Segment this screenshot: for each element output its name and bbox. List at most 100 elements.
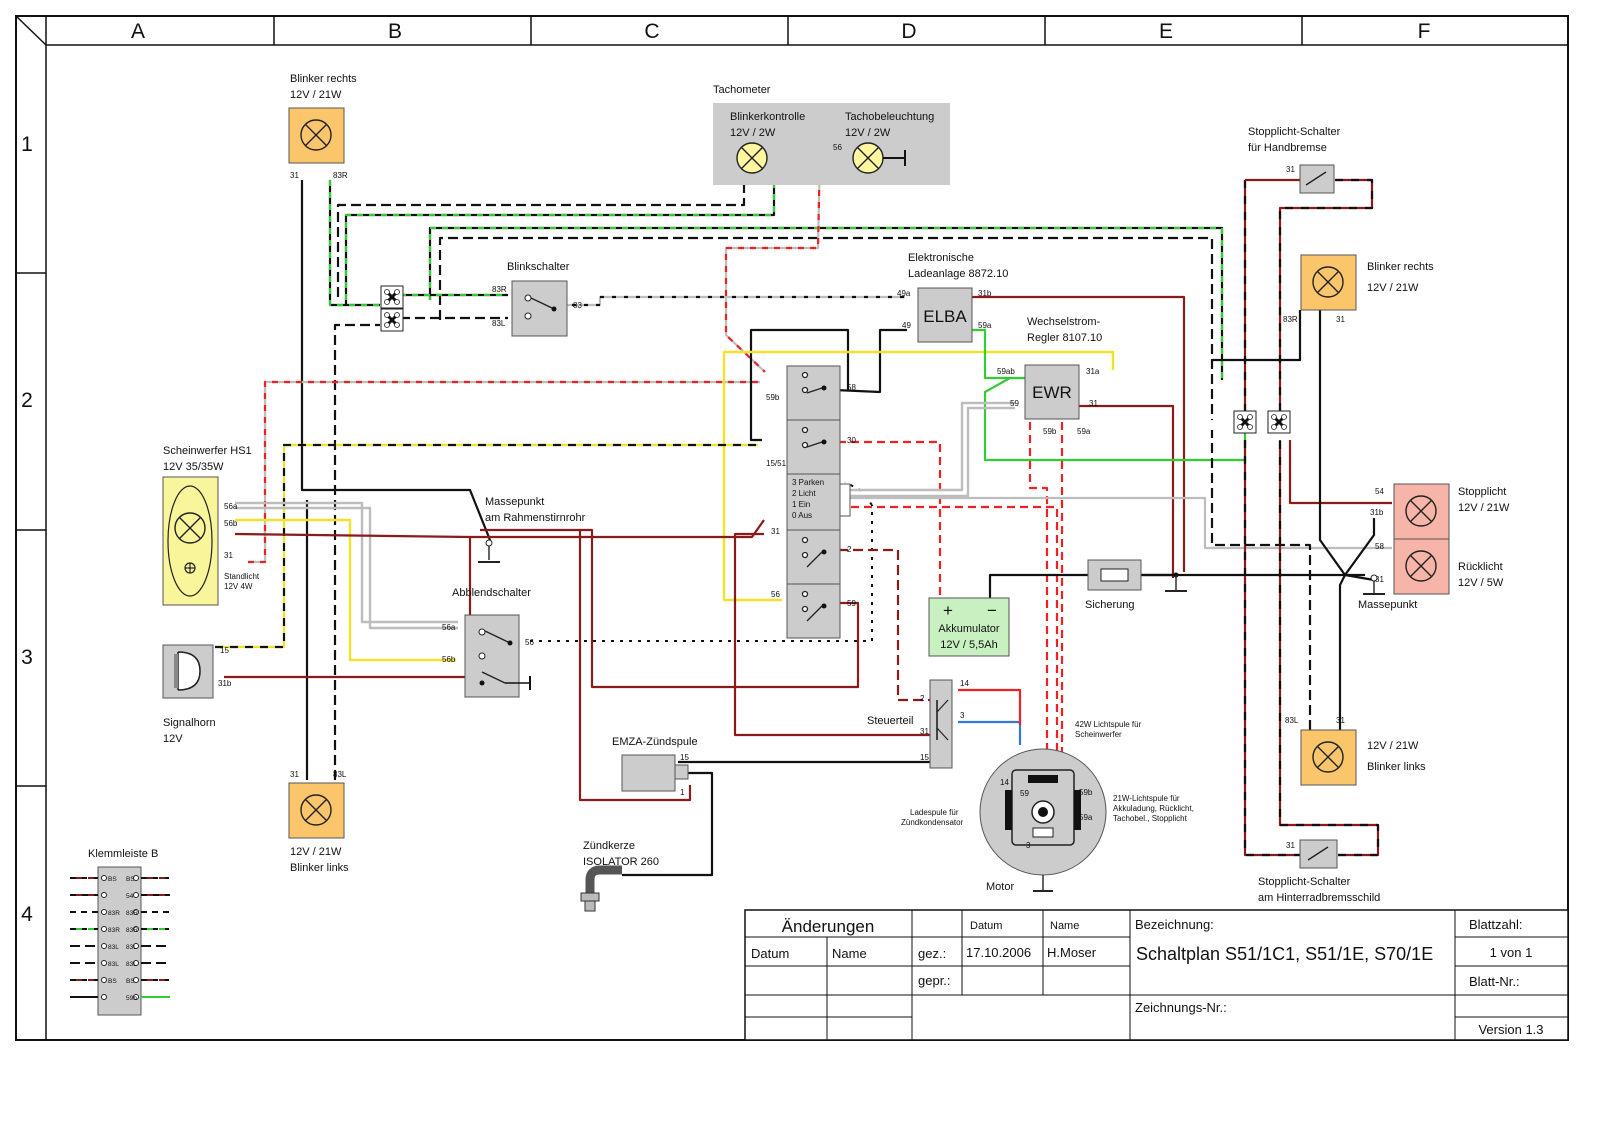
- pin-label: 15: [220, 646, 229, 655]
- klemmleiste-terminal: [101, 892, 107, 898]
- gez-name: H.Moser: [1047, 945, 1097, 960]
- connector-rear-left-icon: [1232, 409, 1258, 435]
- pin-label: 31: [771, 527, 780, 536]
- blinker-links-rear: 12V / 21W Blinker links 83L 31: [1285, 716, 1426, 786]
- pin-label: 56b: [442, 655, 456, 664]
- zuendspule-title: EMZA-Zündspule: [612, 736, 698, 748]
- zuendkerze-title: Zündkerze: [583, 840, 635, 852]
- pin-label: 59a: [978, 321, 992, 330]
- pin-label: 31b: [218, 679, 232, 688]
- klemmleiste-terminal: [101, 926, 107, 932]
- klemmleiste-label: 83R: [126, 927, 138, 934]
- sicherung: Sicherung: [1085, 559, 1187, 611]
- blinkerkontrolle-label: Blinkerkontrolle: [730, 111, 805, 123]
- name-column: Name: [832, 946, 867, 961]
- pin-label: 31: [1089, 399, 1098, 408]
- pin-label: 58: [1375, 542, 1384, 551]
- pin-label: 3: [960, 711, 965, 720]
- klemmleiste-label: BS: [126, 978, 135, 985]
- pin-label: 2: [920, 694, 925, 703]
- lichtspule21-line1: 21W-Lichtspule für: [1113, 794, 1180, 803]
- klemmleiste-terminal: [133, 960, 139, 966]
- massepunkt-rahmen-line1: Massepunkt: [485, 496, 544, 508]
- pin-label: 15/51: [766, 459, 787, 468]
- scheinwerfer: Scheinwerfer HS1 12V 35/35W 56a 56b 31 S…: [162, 445, 260, 606]
- title-block: Änderungen Datum Name Datum Name gez.: 1…: [744, 909, 1569, 1041]
- gez-datum: 17.10.2006: [966, 945, 1031, 960]
- ewr-title-line2: Regler 8107.10: [1027, 332, 1102, 344]
- pin-label: 83R: [333, 171, 348, 180]
- klemmleiste-label: BS: [108, 978, 117, 985]
- ruecklicht: Rücklicht 12V / 5W 58 31: [1375, 538, 1504, 595]
- stopplicht: Stopplicht 12V / 21W 54 31b: [1370, 483, 1510, 540]
- pin-label: 59a: [1077, 427, 1091, 436]
- standlicht-label: Standlicht: [224, 572, 260, 581]
- pin-label: 59: [847, 599, 856, 608]
- zeichnungs-nr-label: Zeichnungs-Nr.:: [1135, 1000, 1227, 1015]
- pin-label: 56b: [224, 519, 238, 528]
- klemmleiste-label: 54: [126, 893, 134, 900]
- blinker-rechts-front-rating: 12V / 21W: [290, 89, 342, 101]
- zuendschloss: 59b 58 15/51 30 31 2 56 59 3 Parken 2 Li…: [766, 365, 856, 639]
- klemmleiste-label: BS: [108, 876, 117, 883]
- blinker-links-rear-title: Blinker links: [1367, 761, 1426, 773]
- switch-icon: [1307, 846, 1329, 861]
- gepr-label: gepr.:: [918, 973, 951, 988]
- pin-label: 31: [1286, 165, 1295, 174]
- blattzahl-value: 1 von 1: [1490, 945, 1533, 960]
- akkumulator: + − Akkumulator 12V / 5,5Ah: [928, 597, 1010, 657]
- grid-row-1: 1: [21, 133, 33, 156]
- abblendschalter-title: Abblendschalter: [452, 587, 531, 599]
- grid-row-2: 2: [21, 389, 33, 412]
- pin-label: 3: [1026, 841, 1031, 850]
- klemmleiste-label: 83R: [108, 927, 120, 934]
- stopplicht-schalter-rad: 31 Stopplicht-Schalter am Hinterradbrems…: [1258, 839, 1380, 904]
- pin-label: 83: [573, 301, 582, 310]
- pin-label: 14: [1000, 778, 1009, 787]
- pin-label: 31: [224, 551, 233, 560]
- connector-front-upper-icon: [379, 284, 405, 310]
- klemmleiste-label: 83L: [126, 944, 137, 951]
- pin-label: 59b: [766, 393, 780, 402]
- pin-label: 83R: [1283, 315, 1298, 324]
- klemmleiste-label: 83L: [108, 944, 119, 951]
- elba: Elektronische Ladeanlage 8872.10 ELBA 49…: [897, 252, 1008, 343]
- sicherung-title: Sicherung: [1085, 599, 1135, 611]
- blinker-links-rear-rating: 12V / 21W: [1367, 740, 1419, 752]
- pin-label: 14: [960, 679, 969, 688]
- tachobeleuchtung-rating: 12V / 2W: [845, 127, 891, 139]
- pin-label: 56a: [224, 502, 238, 511]
- stopplicht-rad-line1: Stopplicht-Schalter: [1258, 876, 1351, 888]
- grid-row-4: 4: [21, 903, 33, 926]
- motor-title: Motor: [986, 881, 1014, 893]
- klemmleiste-terminal: [101, 909, 107, 915]
- lichtspule21-line3: Tachobel., Stopplicht: [1113, 814, 1188, 823]
- stopplicht-hand-line2: für Handbremse: [1248, 142, 1327, 154]
- name-header: Name: [1050, 920, 1079, 932]
- zuendkerze-model: ISOLATOR 260: [583, 856, 659, 868]
- ewr: Wechselstrom- Regler 8107.10 EWR 59ab 31…: [997, 316, 1102, 436]
- stopplicht-title: Stopplicht: [1458, 486, 1506, 498]
- bezeichnung-label: Bezeichnung:: [1135, 917, 1214, 932]
- grid-column-e: E: [1159, 20, 1173, 43]
- massepunkt-rear-title: Massepunkt: [1358, 599, 1417, 611]
- scheinwerfer-title: Scheinwerfer HS1: [163, 445, 252, 457]
- grid-column-d: D: [901, 20, 916, 43]
- blinkschalter: Blinkschalter 83R 83L 83: [492, 261, 582, 337]
- switch-position-1: 1 Ein: [792, 500, 810, 509]
- akkumulator-rating: 12V / 5,5Ah: [940, 639, 998, 651]
- blinker-links-front: 31 83L 12V / 21W Blinker links: [288, 770, 349, 874]
- klemmleiste-terminal: [133, 977, 139, 983]
- massepunkt-rahmen: Massepunkt am Rahmenstirnrohr: [478, 496, 586, 563]
- ladespule-line2: Zündkondensator: [901, 818, 964, 827]
- tachometer-title: Tachometer: [713, 84, 771, 96]
- connector-rear-right-icon: [1266, 409, 1292, 435]
- aenderungen-header: Änderungen: [782, 917, 875, 936]
- ruecklicht-rating: 12V / 5W: [1458, 577, 1504, 589]
- blinker-links-front-title: Blinker links: [290, 862, 349, 874]
- pin-label: 83L: [333, 770, 347, 779]
- klemmleiste-label: 83R: [126, 910, 138, 917]
- signalhorn-title: Signalhorn: [163, 717, 216, 729]
- elba-title-line2: Ladeanlage 8872.10: [908, 268, 1008, 280]
- klemmleiste-terminal: [101, 875, 107, 881]
